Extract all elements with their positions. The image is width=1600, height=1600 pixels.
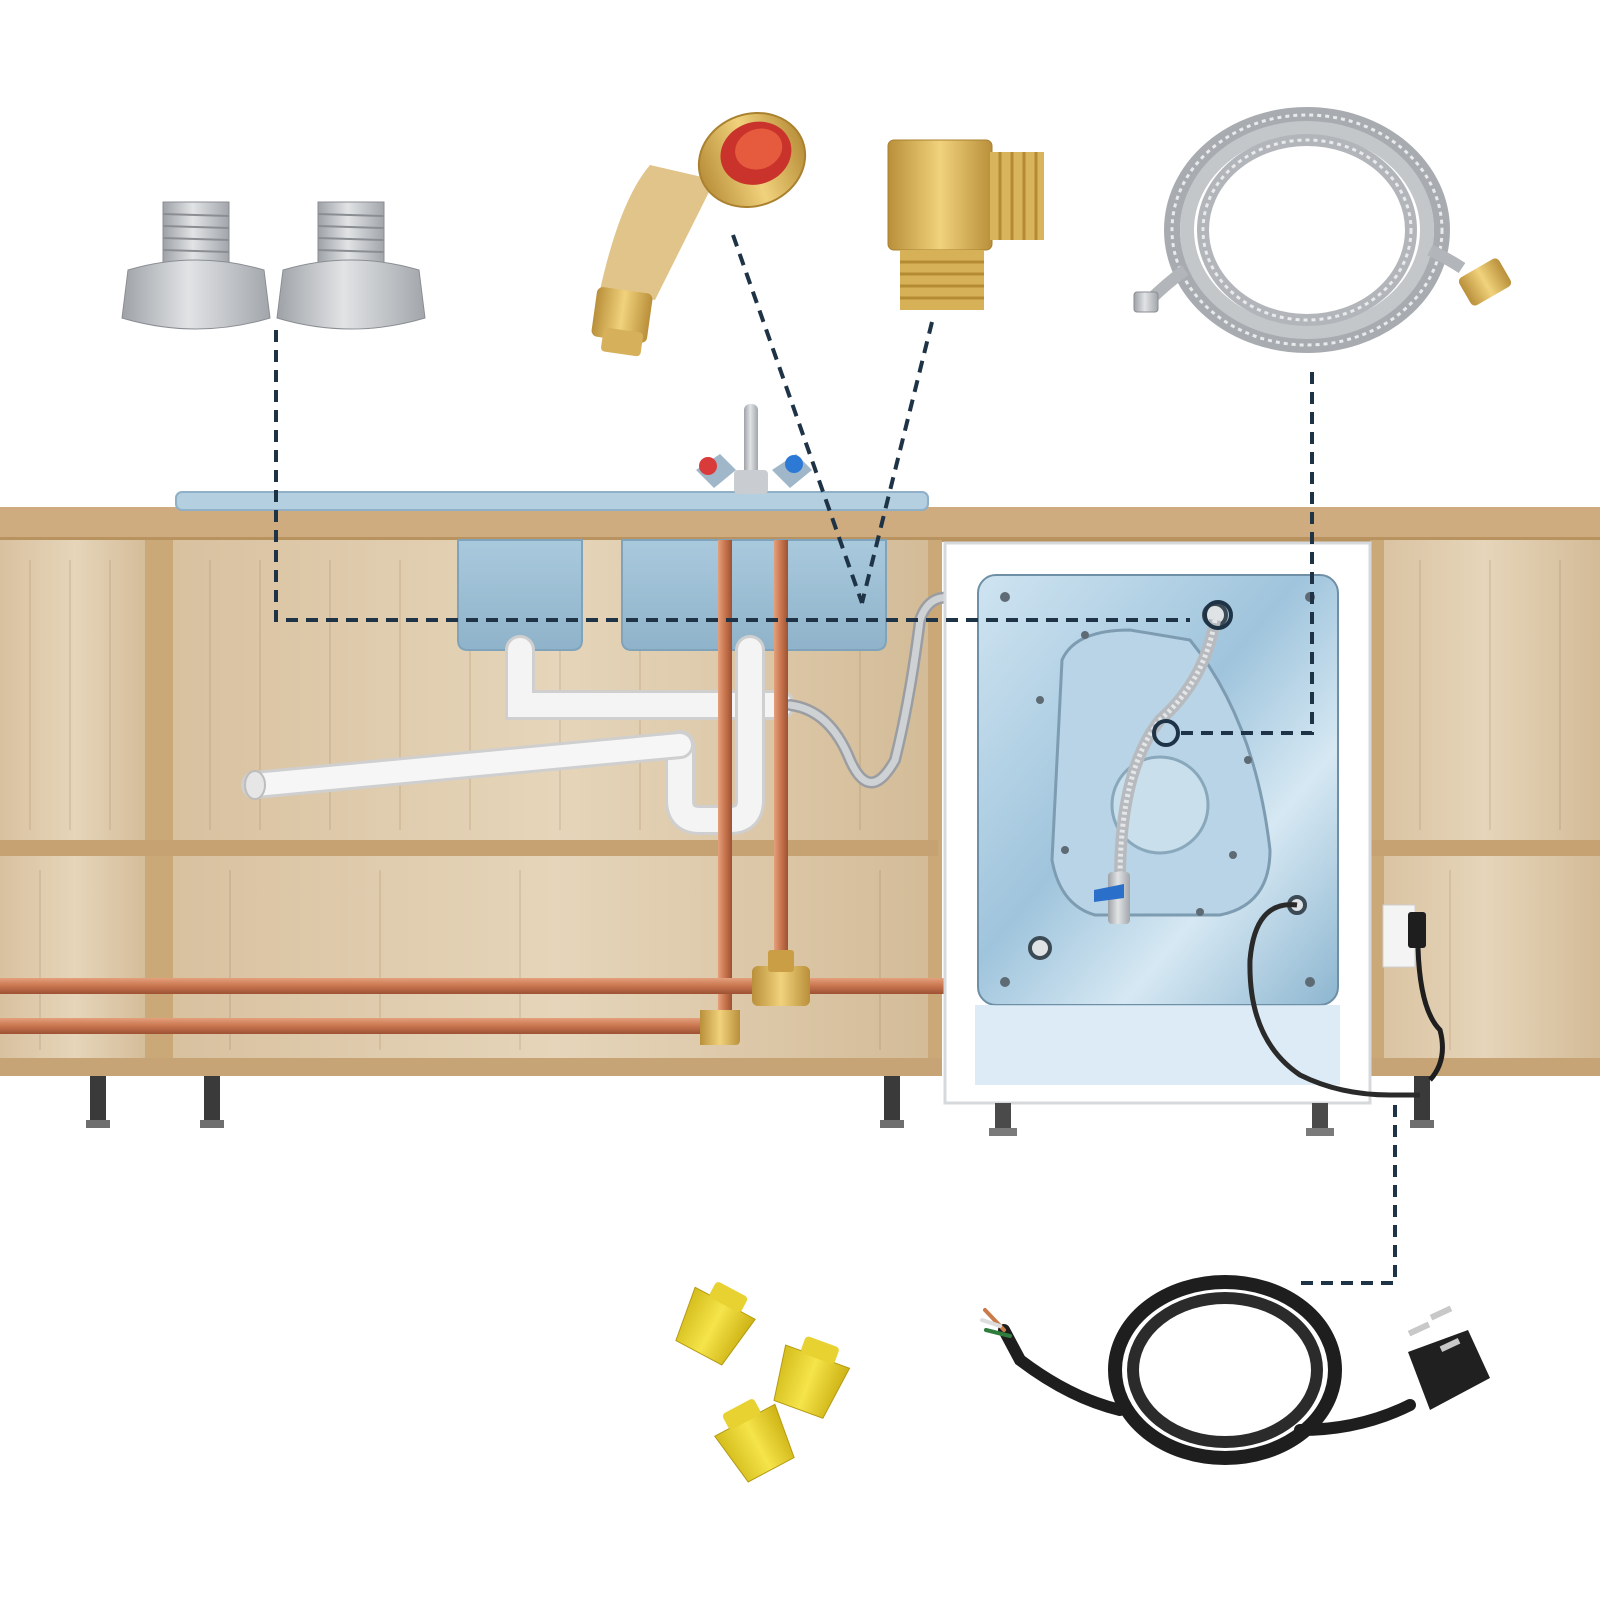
power-cord	[980, 1275, 1490, 1465]
leader-line-braided-hose	[1178, 372, 1314, 735]
leader-line-power-cord	[1298, 1105, 1397, 1285]
sink	[175, 404, 929, 651]
leader-line-90-elbow	[860, 321, 934, 604]
leader-line-garden-elbow	[731, 234, 864, 604]
cabinet-kickboard	[0, 1058, 942, 1076]
ball-valve-icon	[1094, 872, 1130, 924]
leader-line-adapters	[274, 330, 1190, 622]
base-cabinet	[0, 507, 1600, 1076]
threaded-adapter-icon	[121, 201, 271, 330]
faucet-icon	[696, 404, 812, 494]
threaded-adapter-icon	[276, 201, 426, 330]
steel-hose-adapters	[121, 201, 426, 330]
cabinet-left-bay	[0, 540, 150, 1065]
wire-nut-icon	[675, 1282, 756, 1366]
wall-outlet-icon	[1382, 904, 1445, 1082]
sink-drain-piping	[241, 635, 795, 835]
wire-nuts	[675, 1282, 851, 1483]
sink-rim	[175, 491, 929, 511]
garden-hose-elbow-icon	[591, 111, 807, 357]
callout-markers	[1152, 600, 1233, 747]
sink-basin-right	[621, 539, 887, 651]
brass-elbow-fitting	[700, 1010, 740, 1045]
callout-leader-lines	[274, 234, 1397, 1285]
braided-hose-icon	[1133, 107, 1512, 353]
brass-90-elbow-icon	[887, 139, 1044, 310]
cabinet-right-bay	[1370, 540, 1600, 1065]
sink-basin-left	[457, 539, 583, 651]
brass-tee-fitting	[752, 966, 810, 1006]
cabinet-legs	[86, 1076, 1434, 1128]
three-prong-plug-icon	[980, 1275, 1416, 1465]
wire-nut-icon	[773, 1336, 851, 1419]
copper-supply-lines	[0, 540, 1120, 1045]
dishwasher-icon	[943, 541, 1420, 1136]
countertop	[0, 507, 1600, 539]
wire-nut-icon	[714, 1399, 795, 1483]
